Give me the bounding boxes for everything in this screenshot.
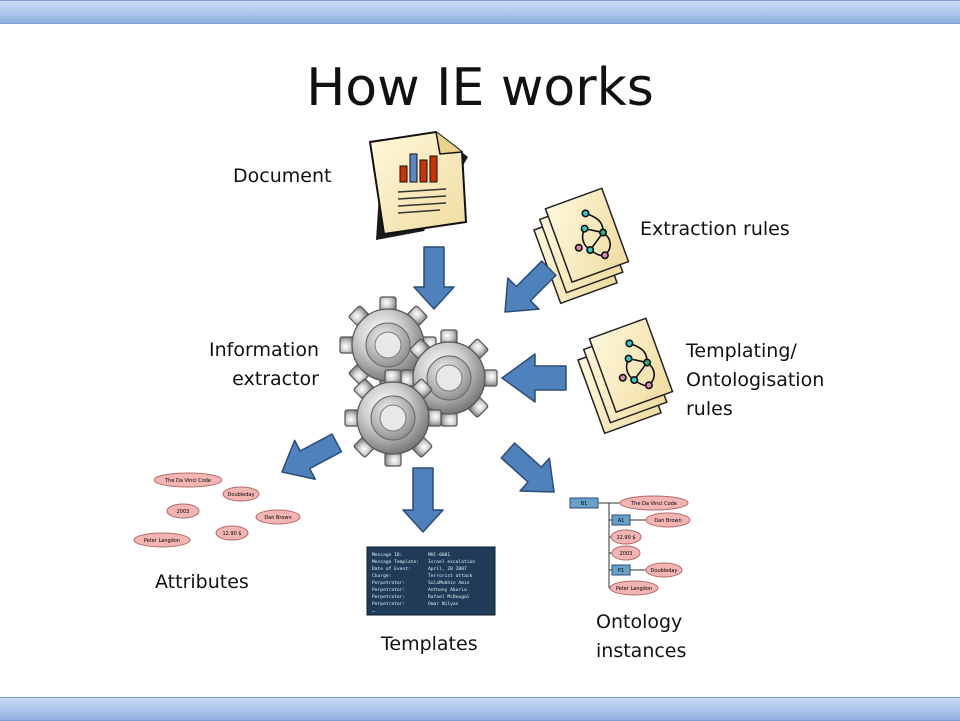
bottom-band [0,697,960,721]
arrow-extractor-to-attributes [281,433,343,480]
ontology-attribute-text: The Da Vinci Code [630,501,677,507]
template-value: Anthony Aburia [428,587,467,593]
ontology-node-label: A1 [618,518,625,524]
label-templating-rules: Templating/ Ontologisation rules [686,337,824,424]
attribute-text: The Da Vinci Code [164,478,211,484]
template-key: Message ID: [372,552,402,558]
template-key: Perpetrator: [372,601,405,607]
ontology-attribute-text: Doubleday [651,568,678,574]
ontology-attribute [610,529,642,545]
attribute-text: 2003 [177,509,190,515]
attribute-ellipse [133,532,191,548]
attribute-text: 12.90 $ [222,531,241,537]
ontology-attribute [609,580,659,596]
template-key: Perpetrator: [372,587,405,593]
label-extractor-line1: Information [209,339,319,361]
arrow-document-to-extractor [413,246,455,310]
arrow-extraction-rules-to-extractor [504,260,557,313]
template-key: Date of Event: [372,566,411,572]
attribute-ellipse [153,472,223,488]
attribute-ellipse [222,486,260,502]
ontology-attribute-text: Dan Brown [654,518,681,524]
label-templating-line3: rules [686,398,733,420]
ontology-node-label: P1 [618,568,624,574]
label-ontology-line1: Ontology [596,611,683,633]
ontology-attribute [611,545,641,561]
label-ontology-instances: Ontology instances [596,608,686,666]
ontology-node-book [569,497,599,509]
label-attributes: Attributes [155,571,249,593]
template-more: … [372,609,375,614]
attribute-text: Doubleday [228,492,255,498]
template-rows: Message ID: MUC-0001 Message Template: I… [372,552,475,614]
template-key: Message Template: [372,559,419,565]
label-extraction-rules: Extraction rules [640,218,790,240]
label-ontology-line2: instances [596,640,687,662]
attribute-ellipse [166,503,200,519]
arrow-extractor-to-templates [402,467,444,533]
template-value: SulaMukhin Amin [428,580,470,586]
ontology-attribute [645,512,691,528]
arrow-templating-rules-to-extractor [501,353,567,403]
template-key: Charge: [372,573,391,579]
templating-rules-icon [577,317,674,435]
attribute-ellipse [215,525,249,541]
top-band [0,0,960,24]
template-value: Israel escalation [428,559,475,565]
ontology-node-publisher [611,564,631,576]
ontology-attribute-text: 2003 [620,551,633,557]
attribute-ellipse [255,509,301,525]
attribute-text: Peter Langdon [144,538,180,544]
label-information-extractor: Information extractor [170,336,319,394]
attributes-group: The Da Vinci Code Doubleday 2003 Dan Bro… [133,472,301,548]
template-value: Rafael McDougal [428,594,470,600]
ontology-graph: B1 The Da Vinci Code A1 Dan Brown 12.90 … [569,495,691,596]
template-key: Perpetrator: [372,580,405,586]
template-key: Perpetrator: [372,594,405,600]
template-value: Terrorist attack [428,573,472,579]
template-value: April, 20 2007 [428,566,467,572]
label-templating-line2: Ontologisation [686,369,825,391]
label-extractor-line2: extractor [232,368,319,390]
template-value: MUC-0001 [428,552,450,558]
ontology-attribute [645,562,683,578]
template-value: Omar Nilyas [428,601,459,607]
label-document: Document [233,165,332,187]
label-templates: Templates [381,633,478,655]
attribute-text: Dan Brown [264,515,291,521]
ontology-attribute-text: 12.90 $ [616,535,635,541]
template-box: Message ID: MUC-0001 Message Template: I… [366,546,496,616]
document-icon [368,130,468,240]
ontology-node-author [611,514,631,526]
ontology-attribute-text: Peter Langdon [616,586,652,592]
arrow-extractor-to-ontology [500,442,555,493]
ontology-attribute [619,495,689,511]
gears-icon [339,296,498,467]
label-templating-line1: Templating/ [686,340,797,362]
ontology-node-label: B1 [581,501,588,507]
slide-title: How IE works [306,58,654,118]
